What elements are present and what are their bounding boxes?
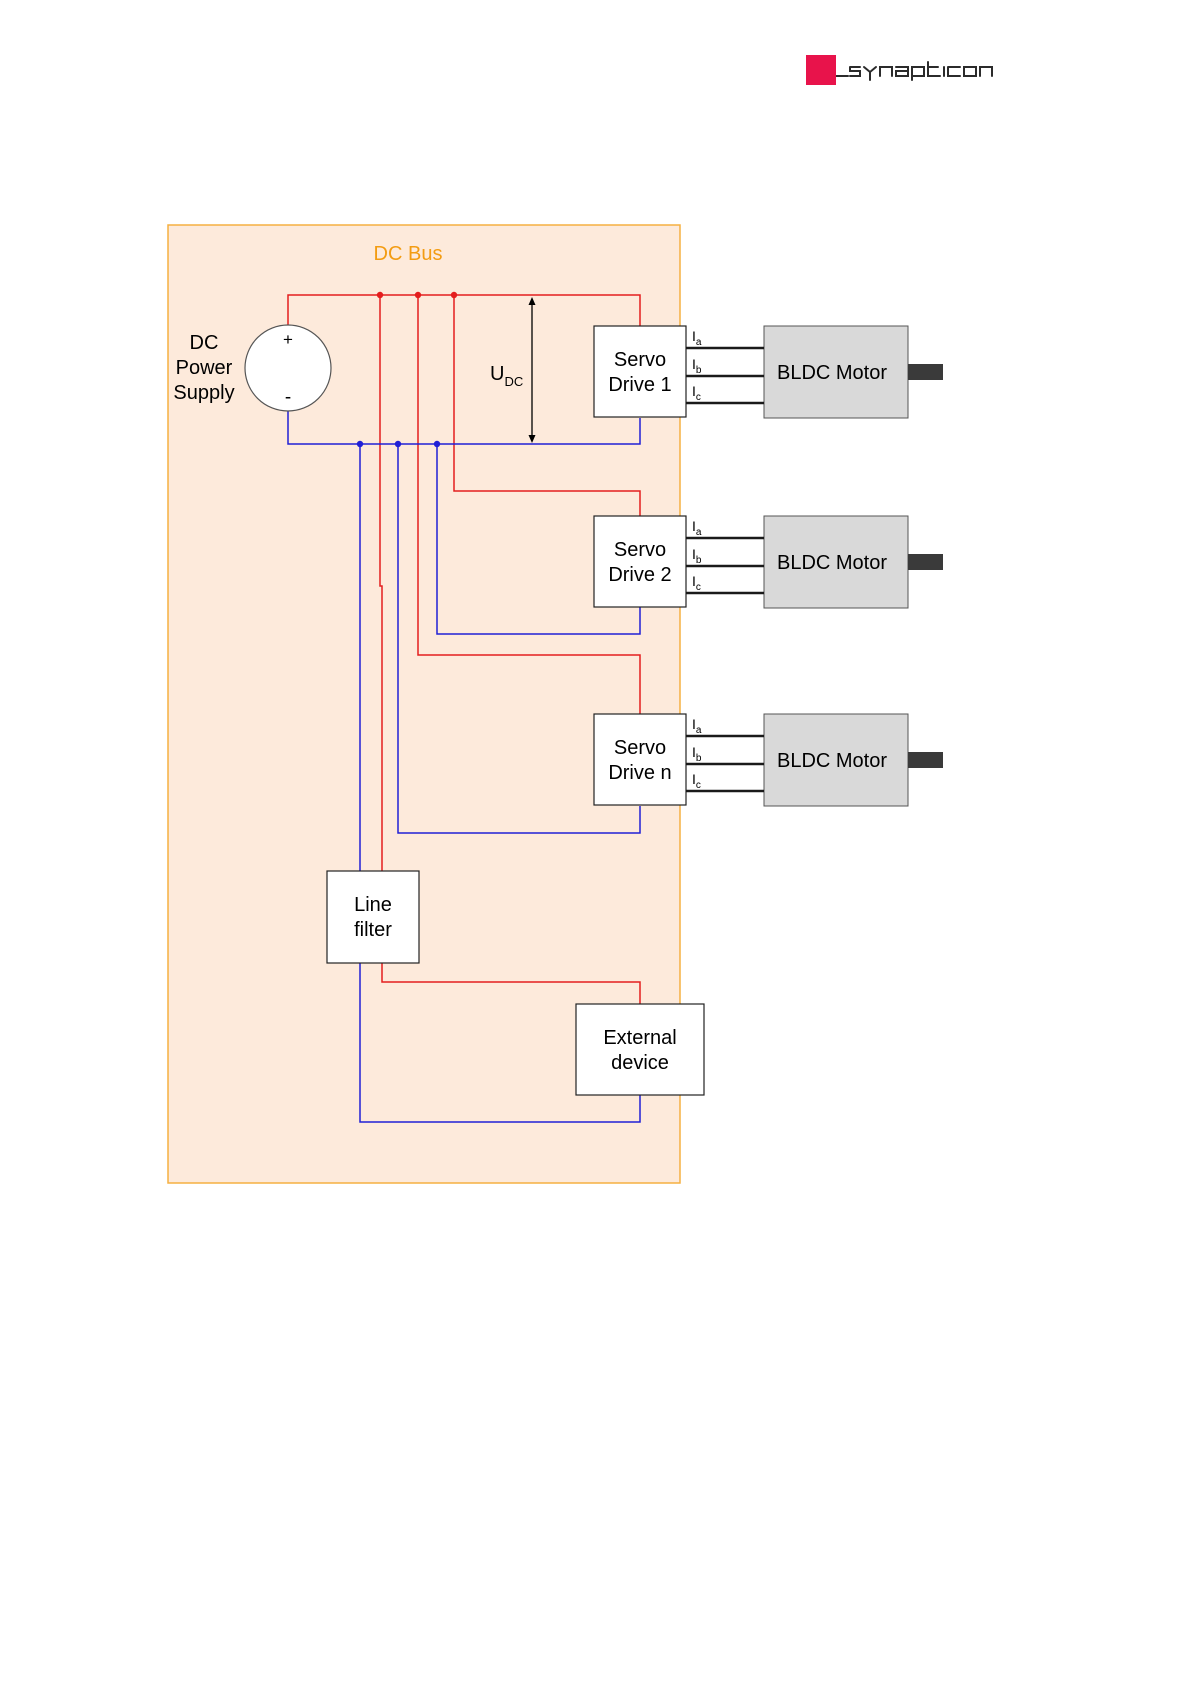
phase-label-sub: c — [696, 582, 701, 593]
phase-label-sub: b — [696, 365, 702, 376]
junction-dot — [357, 441, 363, 447]
bldc-motor-label: BLDC Motor — [777, 362, 887, 384]
phase-label: Ia — [692, 716, 702, 736]
external-device-box — [576, 1004, 704, 1095]
phase-label: Ib — [692, 546, 702, 566]
servo-drive-label-2: Drive 2 — [608, 564, 671, 586]
external-device-label-2: device — [611, 1052, 669, 1074]
power-supply-label-1: DC — [190, 332, 219, 354]
servo-drive-label-2: Drive n — [608, 762, 671, 784]
line-filter-label-2: filter — [354, 919, 392, 941]
servo-drive-label-2: Drive 1 — [608, 374, 671, 396]
servo-drive-box — [594, 516, 686, 607]
servo-drive-label-1: Servo — [614, 737, 666, 759]
phase-label-sub: a — [696, 725, 702, 736]
bldc-motor-label: BLDC Motor — [777, 750, 887, 772]
phase-label-sub: c — [696, 392, 701, 403]
external-device-label-1: External — [603, 1027, 676, 1049]
phase-label: Ia — [692, 328, 702, 348]
junction-dot — [415, 292, 421, 298]
power-supply-plus: + — [283, 330, 293, 349]
phase-label-sub: b — [696, 555, 702, 566]
junction-dot — [395, 441, 401, 447]
phase-label: Ic — [692, 771, 701, 791]
phase-label-sub: b — [696, 753, 702, 764]
motor-shaft — [908, 752, 943, 768]
phase-label: Ic — [692, 383, 701, 403]
servo-drive-label-1: Servo — [614, 539, 666, 561]
servo-drive-label-1: Servo — [614, 349, 666, 371]
line-filter-label-1: Line — [354, 894, 392, 916]
power-supply-label-2: Power — [176, 357, 233, 379]
servo-drive-box — [594, 714, 686, 805]
voltage-main: U — [490, 363, 504, 385]
junction-dot — [434, 441, 440, 447]
phase-label-sub: c — [696, 780, 701, 791]
power-supply-label-3: Supply — [173, 382, 234, 404]
motor-shaft — [908, 364, 943, 380]
phase-label: Ic — [692, 573, 701, 593]
servo-drive-box — [594, 326, 686, 417]
phase-label: Ib — [692, 356, 702, 376]
junction-dot — [377, 292, 383, 298]
junction-dot — [451, 292, 457, 298]
line-filter-box — [327, 871, 419, 963]
bldc-motor-label: BLDC Motor — [777, 552, 887, 574]
motor-shaft — [908, 554, 943, 570]
dc-bus-label: DC Bus — [374, 243, 443, 265]
phase-label-sub: a — [696, 337, 702, 348]
power-supply-minus: - — [285, 387, 291, 408]
phase-label-sub: a — [696, 527, 702, 538]
phase-label: Ia — [692, 518, 702, 538]
phase-label: Ib — [692, 744, 702, 764]
voltage-subscript: DC — [504, 374, 523, 389]
